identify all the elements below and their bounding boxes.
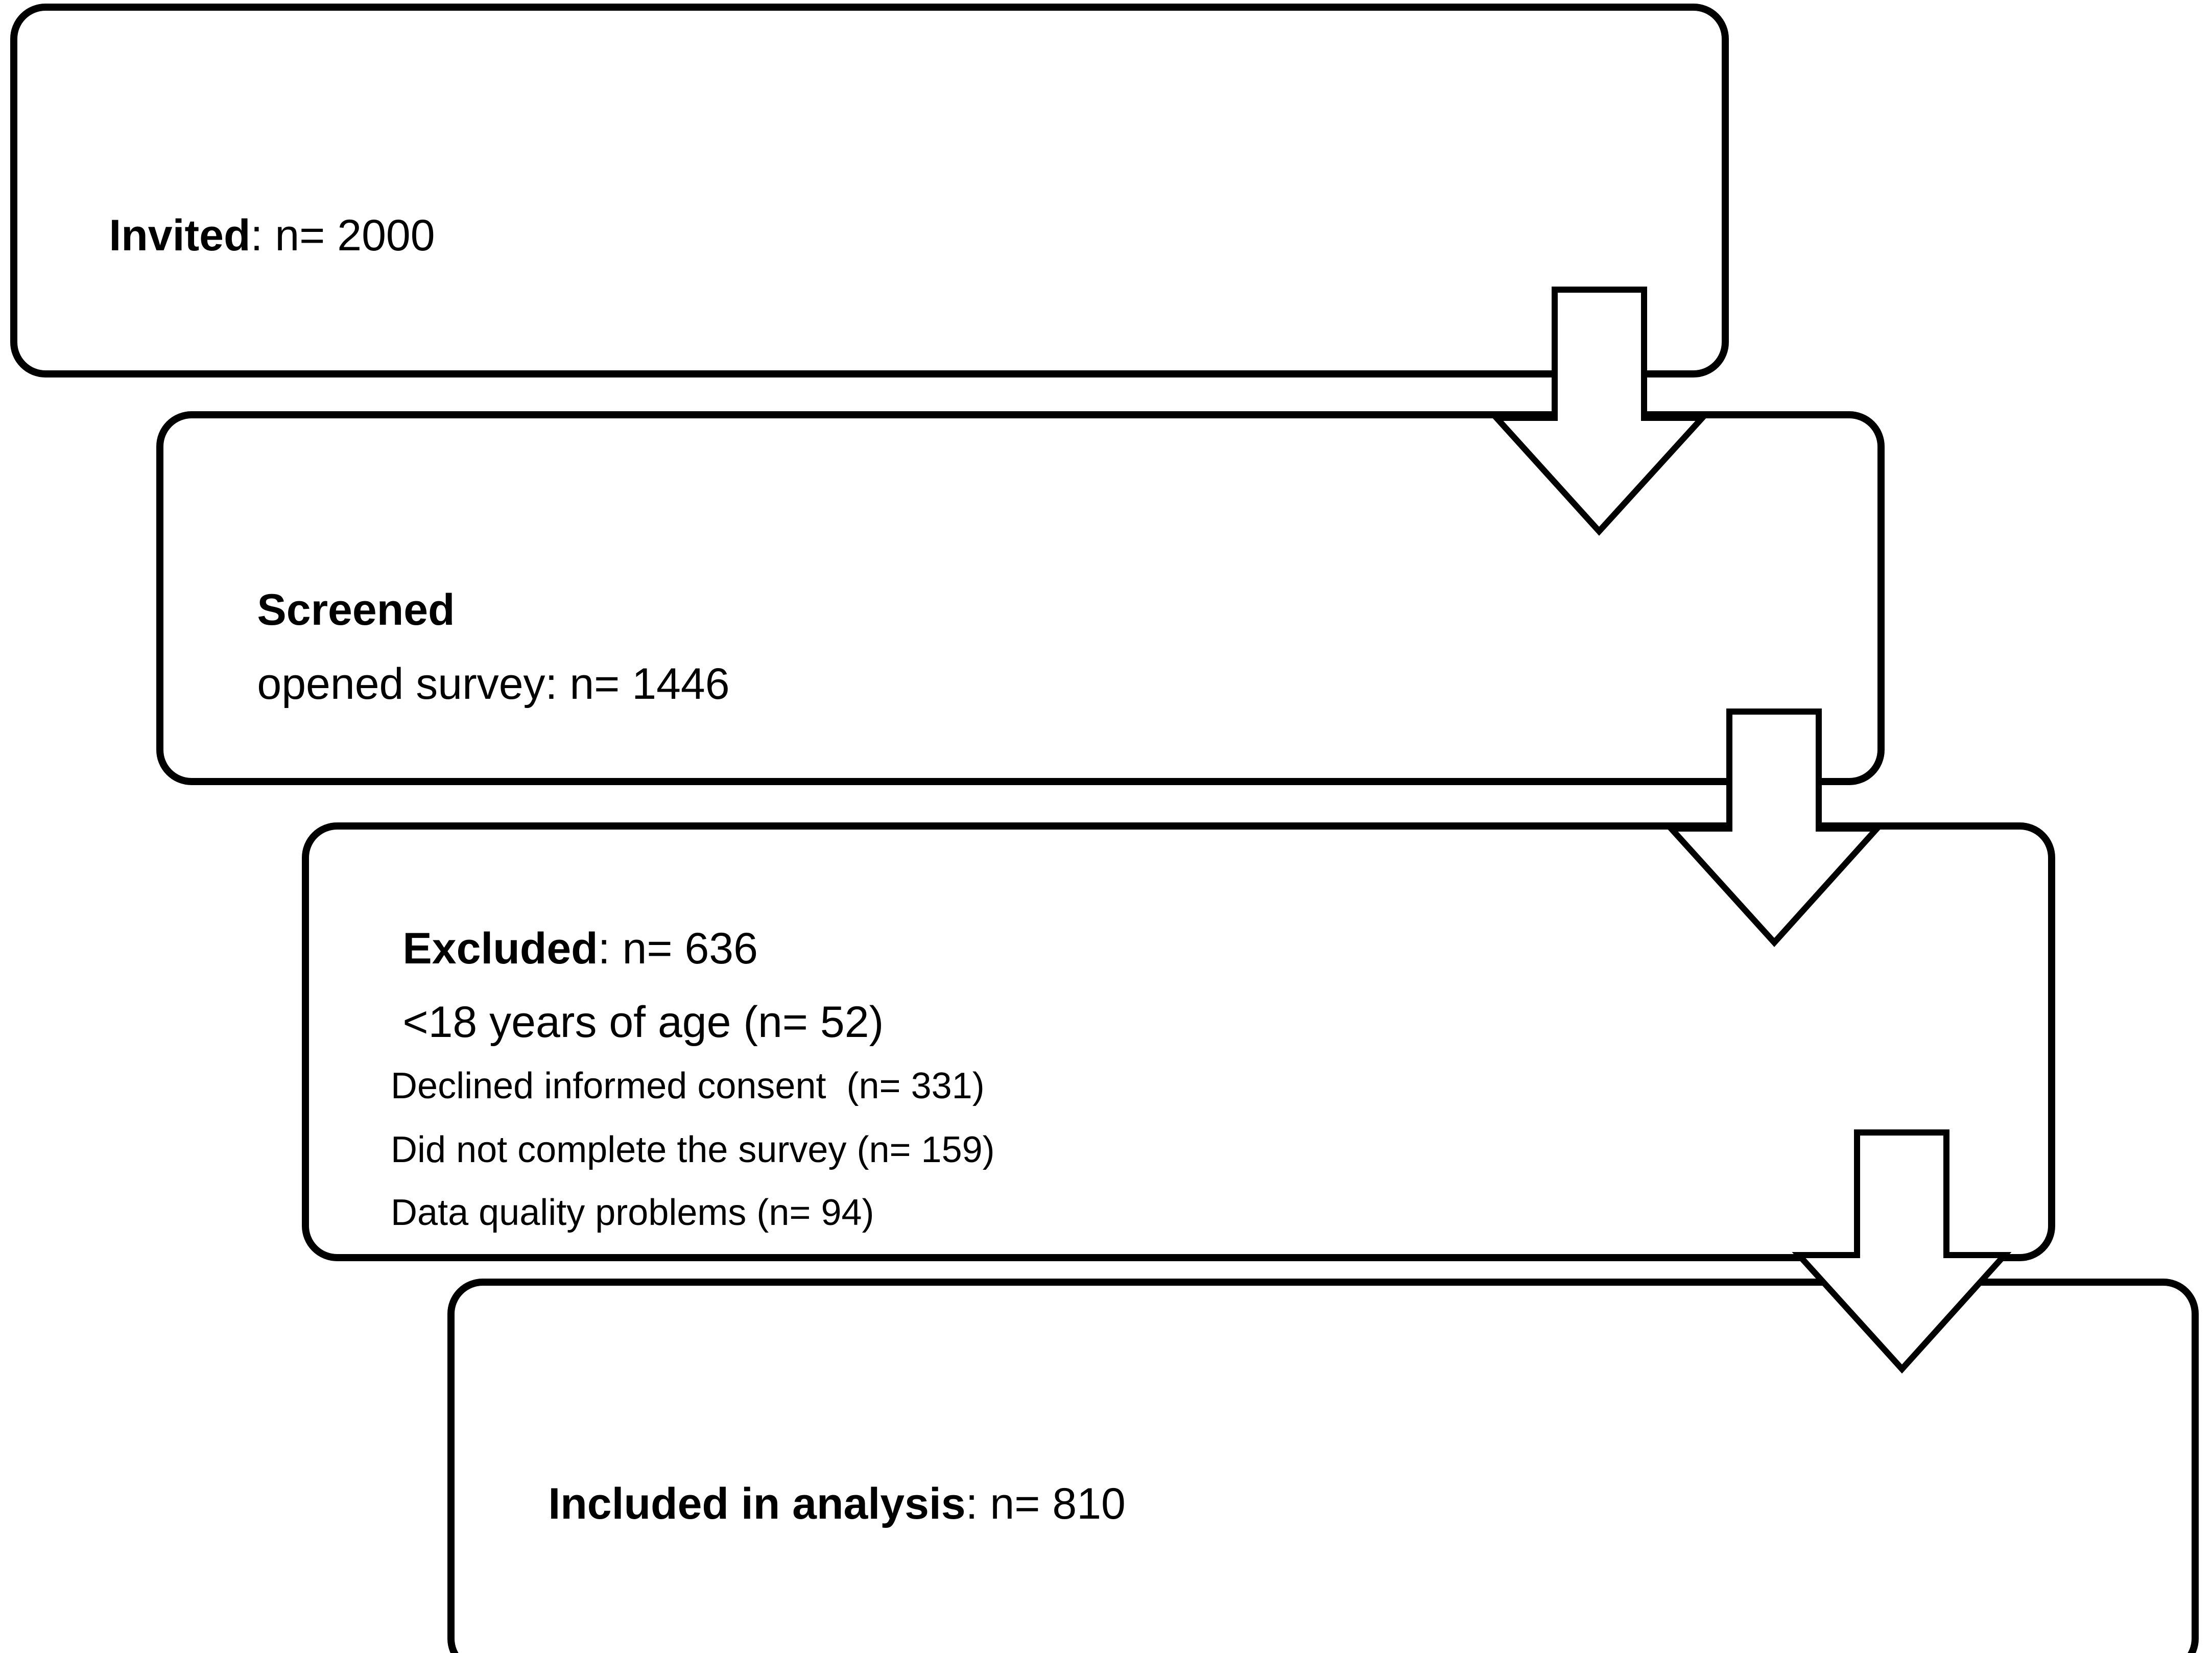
- node-box-invited: [10, 4, 1729, 377]
- arrow-screened-to-excluded: [1664, 709, 1884, 947]
- node-box-screened: [156, 411, 1885, 785]
- node-box-included: [447, 1279, 2199, 1653]
- arrow-excluded-to-included: [1792, 1129, 2012, 1374]
- node-box-excluded: [302, 822, 2055, 1261]
- arrow-invited-to-screened: [1489, 287, 1709, 536]
